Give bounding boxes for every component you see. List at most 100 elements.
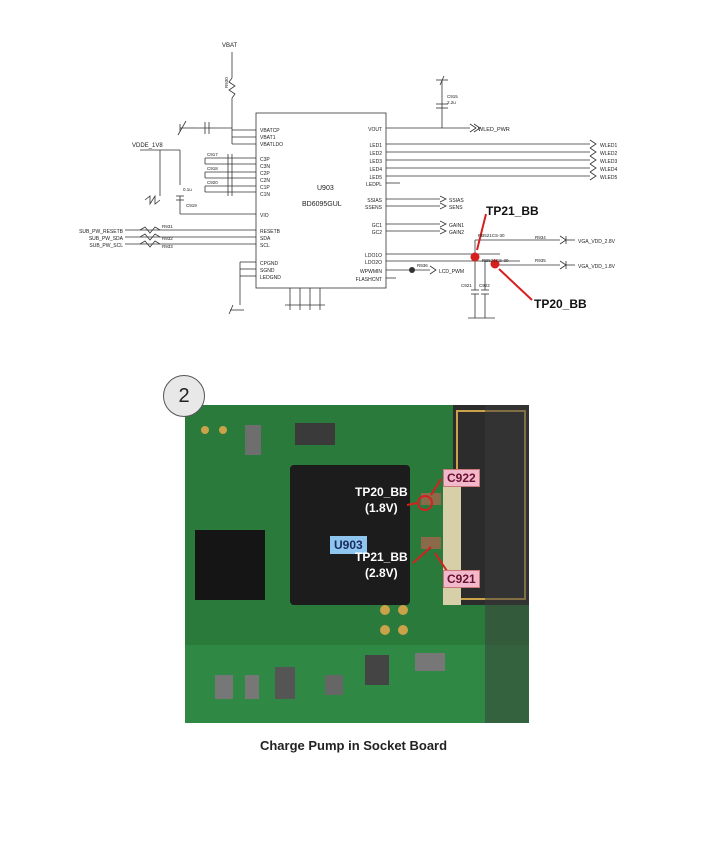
left-pin-labels: VBATCP VBAT1 VBATLDO C3P C3N C2P C2N C1P… bbox=[260, 128, 283, 281]
cap-ref: C920 bbox=[207, 180, 218, 185]
u903-chip bbox=[290, 465, 410, 605]
tp20-photo-label: TP20_BB bbox=[355, 485, 408, 499]
pin-label: VBAT1 bbox=[260, 135, 276, 141]
cap-ref: C918 bbox=[207, 166, 218, 171]
pin-label: SSIAS bbox=[367, 198, 382, 204]
pin-label: CPGND bbox=[260, 261, 278, 267]
c922-arrow bbox=[430, 478, 442, 496]
tp21-arrow bbox=[412, 546, 432, 564]
vdde-label: VDDE_1V8 bbox=[132, 143, 163, 149]
ic-body bbox=[255, 112, 387, 289]
control-net: SUB_PW_SCL bbox=[89, 243, 123, 249]
c922-photo-label: C922 bbox=[443, 469, 480, 487]
pin-label: C2N bbox=[260, 178, 270, 184]
tp20-arrow bbox=[498, 268, 533, 301]
tp20-photo-voltage: (1.8V) bbox=[365, 501, 398, 515]
sense-net-labels: SSIAS SENS GAIN1 GAIN2 bbox=[449, 198, 464, 236]
pin-label: C1N bbox=[260, 192, 270, 198]
pin-label: LED4 bbox=[369, 167, 382, 173]
pin-label: LDO1O bbox=[365, 253, 382, 259]
resistor-ref: R933 bbox=[162, 244, 173, 249]
pin-label: C3N bbox=[260, 164, 270, 170]
led-net: WLED3 bbox=[600, 159, 617, 165]
u903-photo-label: U903 bbox=[330, 536, 367, 554]
right-pin-labels: VOUT LED1 LED2 LED3 LED4 LED5 LEDPL SSIA… bbox=[356, 127, 383, 283]
cap-ref: C919 bbox=[186, 203, 197, 208]
cap-ref: C915 bbox=[447, 94, 458, 99]
component-refs: C915 2.2u C917 C918 C920 C919 0.1u R931 … bbox=[162, 94, 546, 288]
pin-label: FLASHCNT bbox=[356, 277, 382, 283]
chip-part: BD6095GUL bbox=[302, 201, 342, 208]
tp21-photo-label: TP21_BB bbox=[355, 550, 408, 564]
pwm-net: LCD_PWM bbox=[439, 269, 464, 275]
pwm-junction bbox=[409, 267, 415, 273]
led-net-labels: WLED1 WLED2 WLED3 WLED4 WLED5 bbox=[600, 143, 617, 181]
led-net: WLED5 bbox=[600, 175, 617, 181]
tp21-photo-voltage: (2.8V) bbox=[365, 566, 398, 580]
pin-label: LEDGND bbox=[260, 275, 281, 281]
tp21-dot bbox=[470, 252, 480, 262]
control-net-labels: SUB_PW_RESETB SUB_PW_SDA SUB_PW_SCL bbox=[79, 229, 124, 249]
pin-label: WPWMIN bbox=[360, 269, 382, 275]
ldo-output-net: VGA_VDD_2.8V bbox=[578, 239, 616, 245]
pin-label: C1P bbox=[260, 185, 270, 191]
pin-label: VBATCP bbox=[260, 128, 280, 134]
cap-ref: C917 bbox=[207, 152, 218, 157]
pin-label: LED1 bbox=[369, 143, 382, 149]
figure-caption: Charge Pump in Socket Board bbox=[259, 738, 448, 753]
pin-label: LED5 bbox=[369, 175, 382, 181]
pin-label: VBATLDO bbox=[260, 142, 283, 148]
pin-label: C3P bbox=[260, 157, 270, 163]
vbat-label: VBAT bbox=[222, 43, 238, 49]
c921-arrow bbox=[434, 552, 448, 572]
schematic-diagram: VBAT VDDE_1V8 U903 BD6095GUL WLED_PWR VB… bbox=[79, 43, 617, 319]
vout-net: WLED_PWR bbox=[478, 127, 510, 133]
pin-label: SGND bbox=[260, 268, 275, 274]
resistor-ref: R936 bbox=[417, 263, 428, 268]
c921-photo-label: C921 bbox=[443, 570, 480, 588]
led-net: WLED2 bbox=[600, 151, 617, 157]
control-net: SUB_PW_SDA bbox=[89, 236, 124, 242]
resistor-ref: R932 bbox=[162, 236, 173, 241]
pin-label: SDA bbox=[260, 236, 271, 242]
chip-ref: U903 bbox=[317, 185, 334, 192]
cap-value: 0.1u bbox=[183, 187, 192, 192]
diode-ref: RB521CS-30 bbox=[478, 233, 505, 238]
tp21-arrow bbox=[476, 213, 487, 251]
pin-label: LED2 bbox=[369, 151, 382, 157]
pcb-photo-drawing bbox=[185, 405, 529, 723]
sense-net: GAIN2 bbox=[449, 230, 464, 236]
pin-label: LEDPL bbox=[366, 182, 382, 188]
pin-label: GC2 bbox=[372, 230, 383, 236]
control-net: SUB_PW_RESETB bbox=[79, 229, 124, 235]
pcb-photo: U903 TP20_BB (1.8V) TP21_BB (2.8V) C922 … bbox=[185, 405, 529, 723]
cap-value: 2.2u bbox=[447, 100, 456, 105]
sense-net: GAIN1 bbox=[449, 223, 464, 229]
cap-ref: C921 bbox=[461, 283, 472, 288]
tp20-arrow bbox=[406, 502, 418, 506]
resistor-ref: R930 bbox=[224, 77, 229, 88]
sense-net: SSIAS bbox=[449, 198, 464, 204]
step-badge: 2 bbox=[163, 375, 205, 417]
tp20-ring bbox=[417, 495, 433, 511]
led-net: WLED4 bbox=[600, 167, 617, 173]
ldo-output-net: VGA_VDD_1.8V bbox=[578, 264, 616, 270]
diode-ref: RB521CS-30 bbox=[482, 258, 509, 263]
resistor-ref: R931 bbox=[162, 224, 173, 229]
pin-label: GC1 bbox=[372, 223, 383, 229]
pin-label: C2P bbox=[260, 171, 270, 177]
pin-label: SSENS bbox=[365, 205, 383, 211]
resistor-ref: R935 bbox=[535, 258, 546, 263]
pin-label: RESETB bbox=[260, 229, 281, 235]
tp21-schematic-label: TP21_BB bbox=[486, 204, 539, 218]
pin-label: LED3 bbox=[369, 159, 382, 165]
led-net: WLED1 bbox=[600, 143, 617, 149]
pin-label: SCL bbox=[260, 243, 270, 249]
tp20-schematic-label: TP20_BB bbox=[534, 297, 587, 311]
sense-net: SENS bbox=[449, 205, 463, 211]
pin-label: VIO bbox=[260, 213, 269, 219]
pin-label: VOUT bbox=[368, 127, 382, 133]
tp20-dot bbox=[490, 259, 500, 269]
cap-ref: C922 bbox=[479, 283, 490, 288]
resistor-ref: R934 bbox=[535, 235, 546, 240]
